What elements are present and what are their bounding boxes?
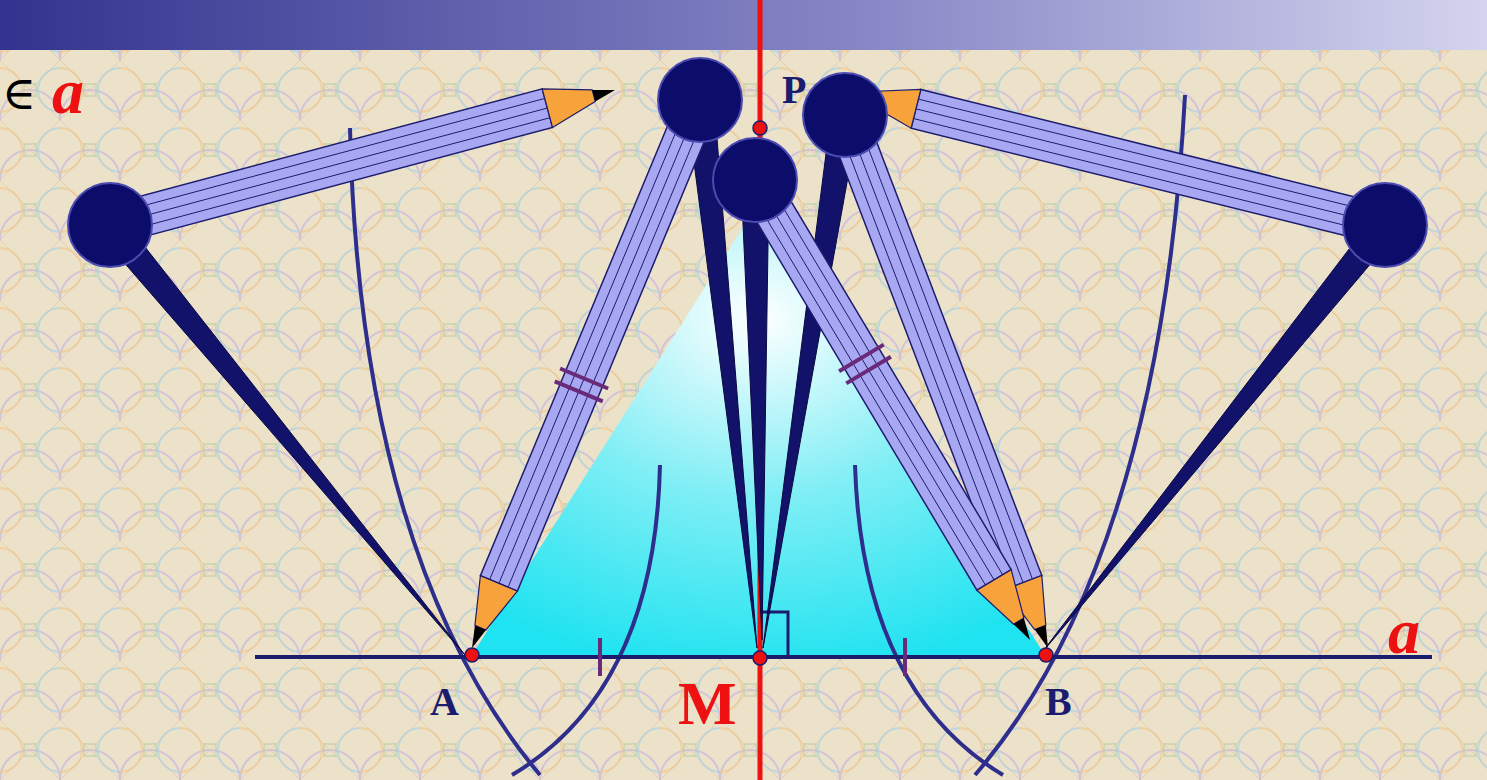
pencil-tip: [542, 89, 595, 128]
pencil-tip: [475, 576, 518, 630]
pencil-lead: [1014, 618, 1030, 640]
point-label: a: [52, 60, 84, 124]
point-label: P: [782, 70, 806, 110]
point-label: a: [1388, 600, 1420, 664]
compass-hinge: [658, 58, 742, 142]
equal-mark: [846, 357, 891, 384]
equal-mark: [839, 345, 884, 372]
point-label: A: [430, 682, 459, 722]
point-label: B: [1045, 682, 1072, 722]
compass-hinge: [713, 138, 797, 222]
compass-hinge: [803, 73, 887, 157]
pencil-tip: [977, 570, 1024, 625]
title-bar: [0, 0, 1487, 50]
tick-marks: [600, 638, 905, 676]
arcs: [350, 95, 1185, 775]
point-label: M: [678, 672, 737, 734]
pencil-lead: [472, 625, 486, 648]
equal-mark: [555, 381, 603, 401]
point-label: ∈: [2, 70, 36, 116]
pencil-stripe: [499, 68, 714, 584]
pencil-lead: [1035, 625, 1048, 648]
pencil-lead: [592, 90, 615, 102]
compass-hinge: [68, 183, 152, 267]
compass-hinge: [1343, 183, 1427, 267]
pencil-stripe: [914, 119, 1417, 244]
pencil-stripe: [490, 64, 705, 580]
line-a: [255, 655, 1432, 659]
points: [465, 121, 1053, 665]
compass-needle: [1040, 216, 1396, 655]
right-angle: [760, 612, 788, 655]
compass-needle: [99, 216, 465, 655]
pencil-stripe: [508, 72, 723, 588]
compass-needle: [741, 180, 769, 640]
pencil-stripe: [918, 99, 1421, 224]
compasses: [68, 58, 1427, 655]
